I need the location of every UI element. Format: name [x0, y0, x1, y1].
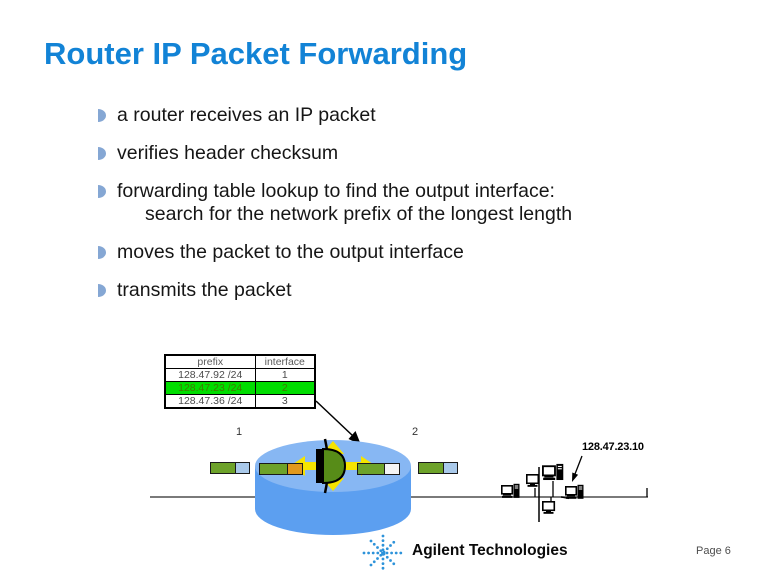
computer-icon	[541, 463, 565, 481]
computer-icon	[541, 500, 556, 515]
packet-icon	[418, 462, 458, 474]
packet-icon	[357, 463, 400, 475]
column-header-interface: interface	[254, 354, 316, 369]
packet-icon	[210, 462, 250, 474]
prefix-cell: 128.47.36 /24	[164, 394, 256, 409]
interface-label-left: 1	[236, 426, 243, 438]
lan-segment	[500, 463, 648, 522]
bullet-text: a router receives an IP packet	[117, 104, 376, 126]
bullet-text: verifies header checksum	[117, 142, 339, 164]
bullet-item: a router receives an IP packet	[98, 104, 708, 127]
bullet-icon	[98, 185, 106, 198]
interface-cell: 2	[254, 381, 316, 395]
packet-payload	[236, 463, 249, 473]
bullet-icon	[98, 246, 106, 259]
table-row-highlighted: 128.47.23 /24 2	[164, 381, 316, 395]
packet-header	[211, 463, 237, 473]
bullet-text: moves the packet to the output interface	[117, 241, 464, 263]
bullet-item: forwarding table lookup to find the outp…	[98, 180, 708, 226]
bullet-icon	[98, 147, 106, 160]
host-pointer-arrow-icon	[572, 455, 583, 482]
bullet-icon	[98, 109, 106, 122]
bullet-subtext: search for the network prefix of the lon…	[145, 203, 573, 225]
bullet-icon	[98, 284, 106, 297]
computer-icon	[500, 482, 521, 499]
bullet-item: verifies header checksum	[98, 142, 708, 165]
brand-name: Agilent Technologies	[412, 542, 568, 559]
bullet-item: moves the packet to the output interface	[98, 241, 708, 264]
network-line-left	[150, 496, 256, 498]
packet-header	[260, 464, 289, 474]
column-header-prefix: prefix	[164, 354, 256, 369]
page-number: Page 6	[696, 545, 731, 557]
packet-payload	[444, 463, 457, 473]
interface-label-right: 2	[412, 426, 419, 438]
forwarding-table: prefix interface 128.47.92 /24 1 128.47.…	[164, 354, 316, 409]
packet-header	[358, 464, 386, 474]
packet-payload	[288, 464, 302, 474]
host-address-label: 128.47.23.10	[582, 441, 644, 453]
bullet-list: a router receives an IP packet verifies …	[98, 104, 708, 317]
bullet-text: transmits the packet	[117, 279, 292, 301]
switched-packet-icon	[316, 438, 347, 494]
prefix-cell: 128.47.23 /24	[164, 381, 256, 395]
slide-title: Router IP Packet Forwarding	[44, 36, 468, 71]
network-line-right	[409, 496, 648, 498]
prefix-cell: 128.47.92 /24	[164, 368, 256, 382]
table-header-row: prefix interface	[164, 354, 316, 369]
interface-cell: 3	[254, 394, 316, 409]
bullet-text: forwarding table lookup to find the outp…	[117, 180, 555, 202]
computer-icon	[525, 473, 540, 488]
packet-payload	[385, 464, 399, 474]
packet-header	[419, 463, 445, 473]
interface-cell: 1	[254, 368, 316, 382]
router-icon	[255, 438, 411, 535]
packet-icon	[259, 463, 303, 475]
agilent-logo-icon	[362, 534, 404, 572]
table-row: 128.47.36 /24 3	[164, 394, 316, 409]
bullet-item: transmits the packet	[98, 279, 708, 302]
table-row: 128.47.92 /24 1	[164, 368, 316, 382]
